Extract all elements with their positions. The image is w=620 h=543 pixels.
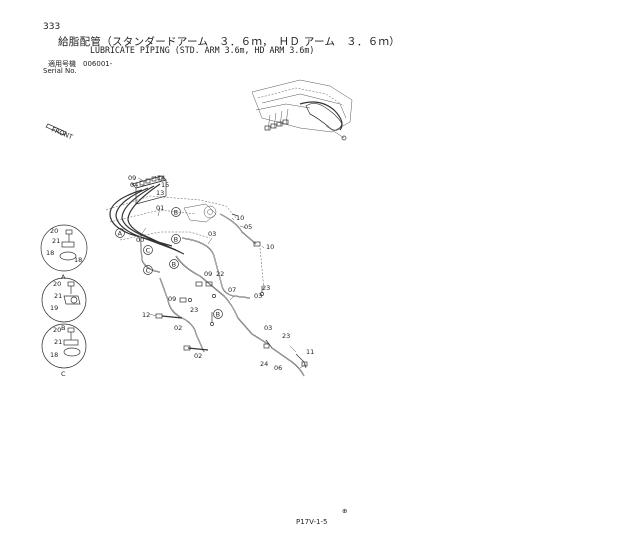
marker-a-circle — [115, 228, 125, 238]
callout: 01 — [156, 204, 164, 212]
callout: 13 — [156, 189, 164, 197]
detail-a-label: A — [61, 273, 66, 281]
marker-b-circle — [169, 259, 179, 269]
serial-label-japanese: 適用号機 006001- — [48, 60, 113, 68]
callout: 09 — [168, 295, 176, 303]
marker-b-label: B — [216, 311, 220, 319]
callout: 02 — [194, 352, 202, 360]
callout: 23 — [190, 306, 198, 314]
machine-overview-thumbnail — [251, 79, 353, 141]
marker-c-label: C — [146, 247, 151, 255]
callout: 20 — [53, 280, 61, 288]
callout: 03 — [254, 292, 262, 300]
marker-b-circle — [171, 207, 181, 217]
section-markers: A B C B B C B — [115, 207, 223, 319]
callout: 21 — [54, 338, 62, 346]
callout: 00 — [136, 236, 144, 244]
marker-b-label: B — [174, 236, 178, 244]
page-title-japanese: 給脂配管（スタンダードアーム ３．６ｍ， ＨＤ アーム ３．６ｍ） — [58, 36, 401, 48]
callout: 18 — [50, 351, 58, 359]
marker-b-circle — [213, 309, 223, 319]
serial-label-english: Serial No. — [43, 67, 77, 75]
detail-c-label: C — [61, 370, 66, 378]
callout: 15 — [161, 181, 169, 189]
callout: 21 — [54, 292, 62, 300]
marker-b-label: B — [172, 261, 176, 269]
callout: 09 — [128, 174, 136, 182]
callout: 18 — [74, 256, 82, 264]
marker-c-circle — [143, 265, 153, 275]
main-piping-assembly — [105, 175, 308, 377]
callout: 20 — [50, 227, 58, 235]
front-label: FRONT — [50, 125, 74, 141]
callout: 18 — [46, 249, 54, 257]
callout: 02 — [174, 324, 182, 332]
part-callouts: 09 04 14 15 13 01 00 10 05 10 03 09 22 0… — [128, 174, 314, 372]
callout: 10 — [236, 214, 244, 222]
detail-b: 20 21 19 B — [41, 277, 87, 332]
callout: 14 — [157, 174, 165, 182]
callout: 10 — [266, 243, 274, 251]
marker-c-label: C — [146, 267, 151, 275]
detail-a: 20 21 18 18 A — [40, 224, 88, 281]
callout: 05 — [244, 223, 252, 231]
callout: 03 — [264, 324, 272, 332]
callout: 22 — [216, 270, 224, 278]
page-title-english: LUBRICATE PIPING (STD. ARM 3.6m, HD ARM … — [90, 46, 315, 56]
callout: 09 — [204, 270, 212, 278]
callout: 03 — [208, 230, 216, 238]
front-direction-tag: FRONT — [45, 123, 74, 141]
marker-b-label: B — [174, 209, 178, 217]
marker-b-circle — [171, 234, 181, 244]
callout: 19 — [50, 304, 58, 312]
page-code: P17V-1-5 — [296, 518, 328, 526]
callout: 24 — [260, 360, 268, 368]
callout: 23 — [262, 284, 270, 292]
detail-c: 20 21 18 C — [41, 323, 87, 378]
callout: 20 — [53, 326, 61, 334]
callout: 21 — [52, 237, 60, 245]
marker-c-circle — [143, 245, 153, 255]
callout: 06 — [274, 364, 282, 372]
callout: 11 — [306, 348, 314, 356]
page-number: 333 — [43, 22, 61, 32]
marker-a-label: A — [118, 230, 123, 238]
callout: 04 — [130, 181, 138, 189]
callout: 23 — [282, 332, 290, 340]
registration-mark-icon: ⊕ — [342, 507, 347, 515]
callout: 07 — [228, 286, 236, 294]
callout: 12 — [142, 311, 150, 319]
detail-b-label: B — [61, 324, 65, 332]
